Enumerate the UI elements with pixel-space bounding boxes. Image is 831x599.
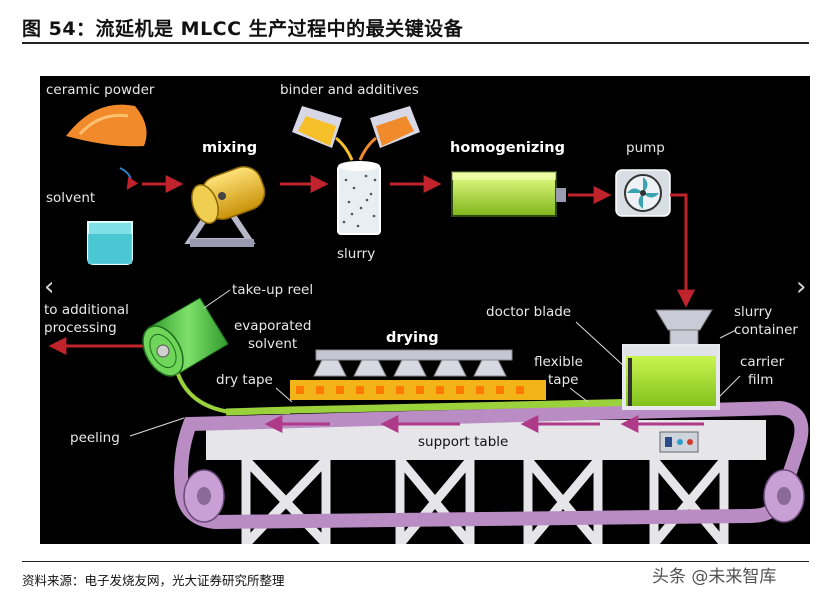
to-additional-label-line2: processing [44, 320, 117, 336]
control-panel [659, 431, 699, 453]
flow-arrow-to-tank [670, 193, 695, 308]
binder-beakers [292, 106, 420, 161]
carrier-film-leader [717, 375, 741, 399]
evaporated-label-line1: evaporated [234, 318, 311, 334]
pump [615, 169, 671, 217]
solvent-label: solvent [46, 190, 95, 206]
slurry-label: slurry [337, 246, 375, 262]
doctor-blade-label: doctor blade [486, 304, 571, 320]
mixer [184, 166, 266, 247]
footer-rule [22, 561, 809, 562]
peeling-label: peeling [70, 430, 120, 446]
evaporated-label-line2: solvent [248, 336, 297, 352]
support-table-label: support table [418, 434, 508, 450]
flexible-tape-leader [569, 387, 589, 403]
right-chevron-icon: › [796, 272, 807, 302]
dry-tape-leader [275, 387, 293, 403]
dry-tape-label: dry tape [216, 372, 273, 388]
pump-label: pump [626, 140, 665, 156]
take-up-reel-label: take-up reel [232, 282, 313, 298]
carrier-film-label-line1: carrier [740, 354, 785, 370]
homogenizing-label: homogenizing [450, 140, 565, 156]
ceramic-powder-pile [66, 104, 147, 147]
figure-title: 图 54：流延机是 MLCC 生产过程中的最关键设备 [22, 18, 464, 40]
peeling-leader [129, 417, 185, 437]
source-note: 资料来源：电子发烧友网，光大证券研究所整理 [22, 573, 285, 588]
carrier-belt [174, 400, 809, 530]
title-rule [22, 42, 809, 44]
to-additional-label-line1: to additional [44, 302, 129, 318]
flexible-tape-label-line2: tape [548, 372, 578, 388]
mixing-label: mixing [202, 140, 257, 156]
doctor-blade-leader [575, 321, 627, 369]
carrier-film-label-line2: film [748, 372, 773, 388]
diagram-panel: ceramic powder solvent mixing binder and… [40, 76, 810, 544]
slurry-tank [622, 309, 720, 410]
homogenizer [451, 171, 566, 217]
binder-label: binder and additives [280, 82, 419, 98]
drying-label: drying [386, 330, 439, 346]
slurry-jar [337, 161, 381, 235]
slurry-container-leader [719, 329, 737, 339]
drying-hood [290, 349, 546, 400]
tape-casting-diagram: ceramic powder solvent mixing binder and… [44, 82, 809, 544]
flexible-tape-label-line1: flexible [534, 354, 583, 370]
left-chevron-icon: ‹ [44, 272, 55, 302]
take-up-reel-leader [203, 289, 231, 309]
slurry-container-label-line1: slurry [734, 304, 772, 320]
take-up-reel [142, 297, 229, 377]
watermark: 头条 @未来智库 [652, 567, 777, 587]
solvent-beaker [87, 167, 139, 265]
ceramic-powder-label: ceramic powder [46, 82, 155, 98]
slurry-container-label-line2: container [734, 322, 798, 338]
